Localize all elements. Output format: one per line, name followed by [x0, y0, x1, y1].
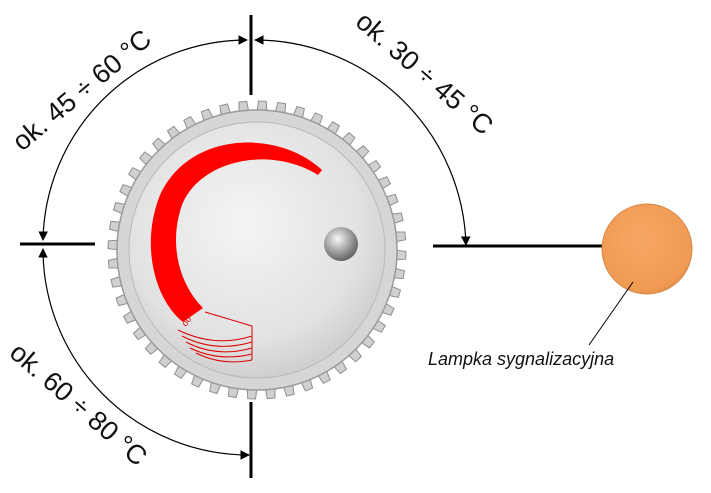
range-arc-top-right	[254, 35, 471, 246]
temperature-scale	[150, 142, 322, 322]
lamp-leader-line	[588, 281, 634, 346]
range-label-top-right: ok. 30 ÷ 45 °C	[350, 6, 499, 141]
lamp-caption: Lampka sygnalizacyjna	[428, 349, 614, 369]
thermostat-knob[interactable]: oo	[107, 100, 407, 400]
signal-lamp	[601, 203, 693, 295]
knob-indicator-button	[324, 227, 358, 261]
range-arc-bottom-left	[38, 248, 250, 460]
range-arc-top-left	[38, 35, 248, 241]
range-label-top-left: ok. 45 ÷ 60 °C	[7, 24, 157, 157]
range-label-bottom-left: ok. 60 ÷ 80 °C	[4, 337, 153, 472]
dial-marker-text: oo	[179, 314, 193, 328]
scale-min-hatching	[177, 311, 253, 363]
